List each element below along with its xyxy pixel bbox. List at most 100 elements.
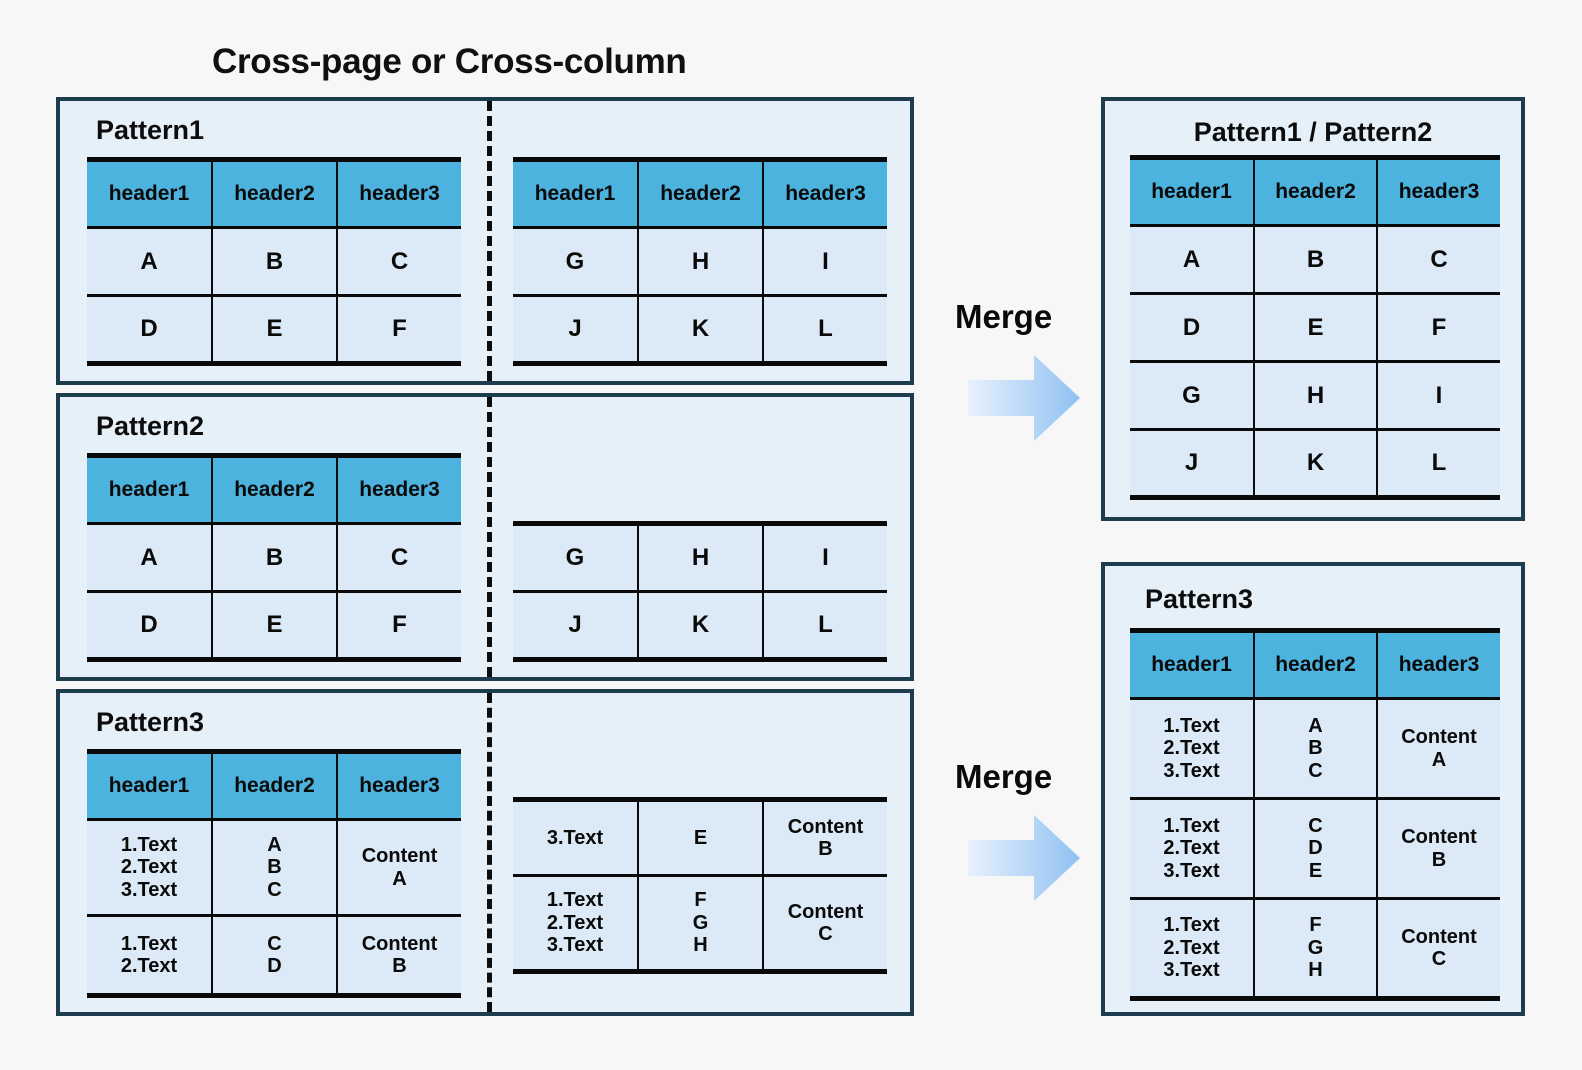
table-cell: C D E (1253, 797, 1378, 899)
table-cell: B (211, 227, 338, 296)
pattern2-left-table: header1 header2 header3 A B C D E F (87, 453, 461, 662)
table-cell: Content C (1376, 897, 1500, 999)
table-row: A B C (1130, 225, 1500, 294)
table-cell: I (762, 227, 887, 296)
table-cell: J (513, 294, 639, 364)
table-row: 3.Text E Content B (513, 799, 887, 876)
table-cell: E (211, 590, 338, 660)
table-row: 1.Text 2.Text 3.Text A B C Content A (1130, 698, 1500, 799)
table-row: J K L (513, 294, 887, 364)
table-row: 1.Text 2.Text C D Content B (87, 914, 461, 996)
panel-pattern3-label: Pattern3 (96, 707, 205, 737)
table-row: G H I (1130, 360, 1500, 430)
pattern3-left-table: header1 header2 header3 1.Text 2.Text 3.… (87, 749, 461, 998)
panel-pattern2: Pattern2 header1 header2 header3 A B C D… (56, 393, 914, 681)
column-header: header1 (87, 159, 213, 229)
table-cell: F (336, 590, 461, 660)
column-header: header1 (1130, 630, 1255, 700)
column-header: header3 (1376, 630, 1500, 700)
table-row: 1.Text 2.Text 3.Text A B C Content A (87, 819, 461, 916)
table-row: D E F (87, 590, 461, 660)
table-header-row: header1 header2 header3 (513, 159, 887, 229)
panel-pattern2-label: Pattern2 (96, 411, 205, 441)
column-header: header3 (1376, 157, 1500, 227)
table-row: D E F (87, 294, 461, 364)
table-cell: C (336, 227, 461, 296)
table-cell: Content A (336, 819, 461, 916)
table-cell: L (762, 590, 887, 660)
panel-merged-pattern3: Pattern3 header1 header2 header3 1.Text … (1101, 562, 1525, 1016)
table-cell: F (1376, 292, 1500, 362)
table-cell: 3.Text (513, 799, 639, 876)
table-cell: H (1253, 360, 1378, 430)
table-cell: C (336, 523, 461, 592)
table-row: A B C (87, 227, 461, 296)
table-cell: D (87, 590, 213, 660)
panel-merged-pattern1-pattern2: Pattern1 / Pattern2 header1 header2 head… (1101, 97, 1525, 521)
table-cell: D (1130, 292, 1255, 362)
column-header: header3 (336, 751, 461, 821)
figure-title: Cross-page or Cross-column (212, 42, 687, 81)
table-header-row: header1 header2 header3 (1130, 630, 1500, 700)
right-arrow-icon (968, 355, 1080, 441)
table-row: D E F (1130, 292, 1500, 362)
column-header: header2 (211, 159, 338, 229)
table-cell: Content B (1376, 797, 1500, 899)
table-row: 1.Text 2.Text 3.Text F G H Content C (1130, 897, 1500, 999)
table-cell: E (637, 799, 764, 876)
pattern3-right-table: 3.Text E Content B 1.Text 2.Text 3.Text … (513, 797, 887, 974)
column-header: header2 (1253, 630, 1378, 700)
merged-pattern3-table: header1 header2 header3 1.Text 2.Text 3.… (1130, 628, 1500, 1001)
column-header: header3 (762, 159, 887, 229)
column-header: header1 (513, 159, 639, 229)
table-cell: G (1130, 360, 1255, 430)
table-cell: F G H (1253, 897, 1378, 999)
column-header: header2 (1253, 157, 1378, 227)
table-header-row: header1 header2 header3 (1130, 157, 1500, 227)
table-cell: H (637, 523, 764, 592)
pattern2-right-table: G H I J K L (513, 521, 887, 662)
page-divider-2 (487, 397, 492, 677)
merged-12-label: Pattern1 / Pattern2 (1193, 117, 1433, 147)
merged-3-label: Pattern3 (1145, 584, 1254, 614)
table-cell: C (1376, 225, 1500, 294)
table-cell: G (513, 227, 639, 296)
table-cell: C D (211, 914, 338, 996)
table-cell: K (637, 590, 764, 660)
table-cell: A (87, 227, 213, 296)
table-cell: K (637, 294, 764, 364)
table-row: 1.Text 2.Text 3.Text F G H Content C (513, 874, 887, 972)
table-cell: L (762, 294, 887, 364)
table-cell: H (637, 227, 764, 296)
table-cell: 1.Text 2.Text 3.Text (1130, 797, 1255, 899)
table-row: 1.Text 2.Text 3.Text C D E Content B (1130, 797, 1500, 899)
page-divider-3 (487, 693, 492, 1012)
table-header-row: header1 header2 header3 (87, 455, 461, 525)
table-cell: A B C (211, 819, 338, 916)
column-header: header1 (87, 455, 213, 525)
column-header: header1 (87, 751, 213, 821)
table-cell: B (211, 523, 338, 592)
right-arrow-icon (968, 815, 1080, 901)
table-cell: A (87, 523, 213, 592)
table-cell: A B C (1253, 698, 1378, 799)
column-header: header1 (1130, 157, 1255, 227)
table-cell: J (513, 590, 639, 660)
pattern1-right-table: header1 header2 header3 G H I J K L (513, 157, 887, 366)
table-cell: F G H (637, 874, 764, 972)
table-cell: Content C (762, 874, 887, 972)
table-row: A B C (87, 523, 461, 592)
column-header: header2 (637, 159, 764, 229)
page-divider-1 (487, 101, 492, 381)
table-row: J K L (1130, 428, 1500, 498)
table-cell: J (1130, 428, 1255, 498)
column-header: header3 (336, 455, 461, 525)
pattern1-left-table: header1 header2 header3 A B C D E F (87, 157, 461, 366)
table-cell: 1.Text 2.Text (87, 914, 213, 996)
column-header: header2 (211, 455, 338, 525)
table-header-row: header1 header2 header3 (87, 751, 461, 821)
table-header-row: header1 header2 header3 (87, 159, 461, 229)
merge-label-bottom: Merge (955, 758, 1053, 795)
table-cell: I (762, 523, 887, 592)
table-row: G H I (513, 227, 887, 296)
